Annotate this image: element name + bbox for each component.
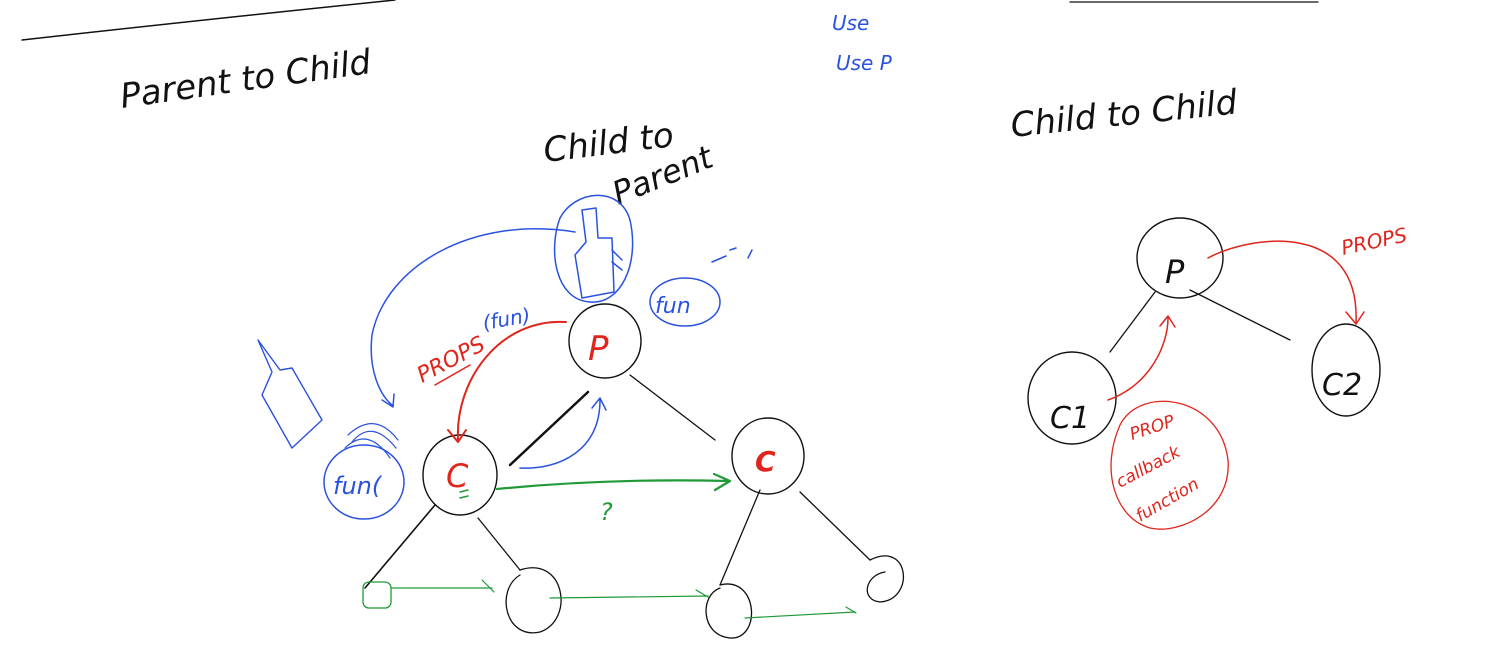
green-arrow-c-to-c	[495, 472, 732, 492]
black-device-sketch	[257, 339, 323, 449]
blue-long-arrow-to-fun	[370, 228, 576, 408]
edge-p2-to-c1	[1109, 291, 1156, 353]
node-child-right-label: C	[755, 445, 776, 478]
node-c2-label: C2	[1322, 368, 1362, 403]
top-divider-line	[21, 0, 396, 41]
node-parent-left	[568, 303, 642, 379]
node-parent-left-label: P	[588, 329, 609, 369]
edge-p2-to-c2	[1189, 289, 1291, 341]
note-use: Use	[832, 11, 869, 35]
green-arrow-leaf3-to-leaf4	[744, 606, 857, 619]
blue-arrow-c-to-p	[519, 397, 607, 469]
green-arrow-leaf2-to-leaf3	[549, 589, 709, 599]
green-arrow-leaf1-to-leaf2	[391, 579, 495, 593]
node-parent-right	[1136, 217, 1224, 299]
edge-c-right-to-leaf3	[719, 489, 761, 586]
red-props-label: PROPS	[413, 332, 489, 388]
leaf-node-2	[505, 567, 562, 634]
edge-c-left-to-leaf2	[477, 517, 521, 571]
double-underline-mark	[459, 489, 469, 499]
leaf-node-square	[362, 581, 392, 609]
fun-label-top: fun	[655, 294, 691, 319]
note-use-p: Use P	[836, 51, 893, 75]
red-props-label-right: PROPS	[1339, 223, 1409, 260]
leaf-node-3	[705, 583, 753, 639]
edge-p-to-c-right	[629, 374, 716, 441]
callback-text-line1: PROP	[1127, 411, 1177, 444]
device-scribble	[611, 249, 623, 271]
fun-label-left: fun(	[333, 472, 383, 500]
node-child-right	[731, 417, 805, 495]
leaf-node-4	[866, 555, 904, 603]
device-sketch-icon	[574, 207, 615, 299]
edge-c-right-to-leaf4	[799, 491, 871, 561]
red-arrow-c1-to-p	[1107, 315, 1176, 401]
edge-c-left-to-leaf1	[364, 504, 436, 589]
edge-p-to-c-left	[508, 390, 590, 467]
callback-bubble	[1110, 400, 1229, 530]
node-c1	[1027, 351, 1117, 445]
fun-bubble-left-scribble	[344, 423, 399, 459]
node-child-left	[422, 434, 498, 516]
node-c1-label: C1	[1050, 401, 1090, 436]
fun-bubble-top	[649, 277, 721, 327]
node-parent-right-label: P	[1165, 253, 1185, 291]
heading-child-to-child: Child to Child	[1009, 82, 1240, 146]
heading-parent-to-child: Parent to Child	[118, 42, 374, 117]
blue-props-fun-label: (fun)	[481, 303, 532, 335]
node-child-left-label: C	[446, 457, 469, 495]
node-c2	[1311, 323, 1381, 417]
red-arrow-p-to-c2	[1207, 240, 1365, 325]
red-props-underline	[434, 364, 471, 386]
green-question-mark: ?	[600, 498, 613, 526]
callback-text-line3: function	[1133, 474, 1203, 526]
blue-device-circle	[553, 194, 634, 303]
fun-bubble-left	[323, 444, 405, 520]
fun-bubble-scribble	[711, 247, 753, 263]
red-props-arrow	[447, 320, 567, 443]
